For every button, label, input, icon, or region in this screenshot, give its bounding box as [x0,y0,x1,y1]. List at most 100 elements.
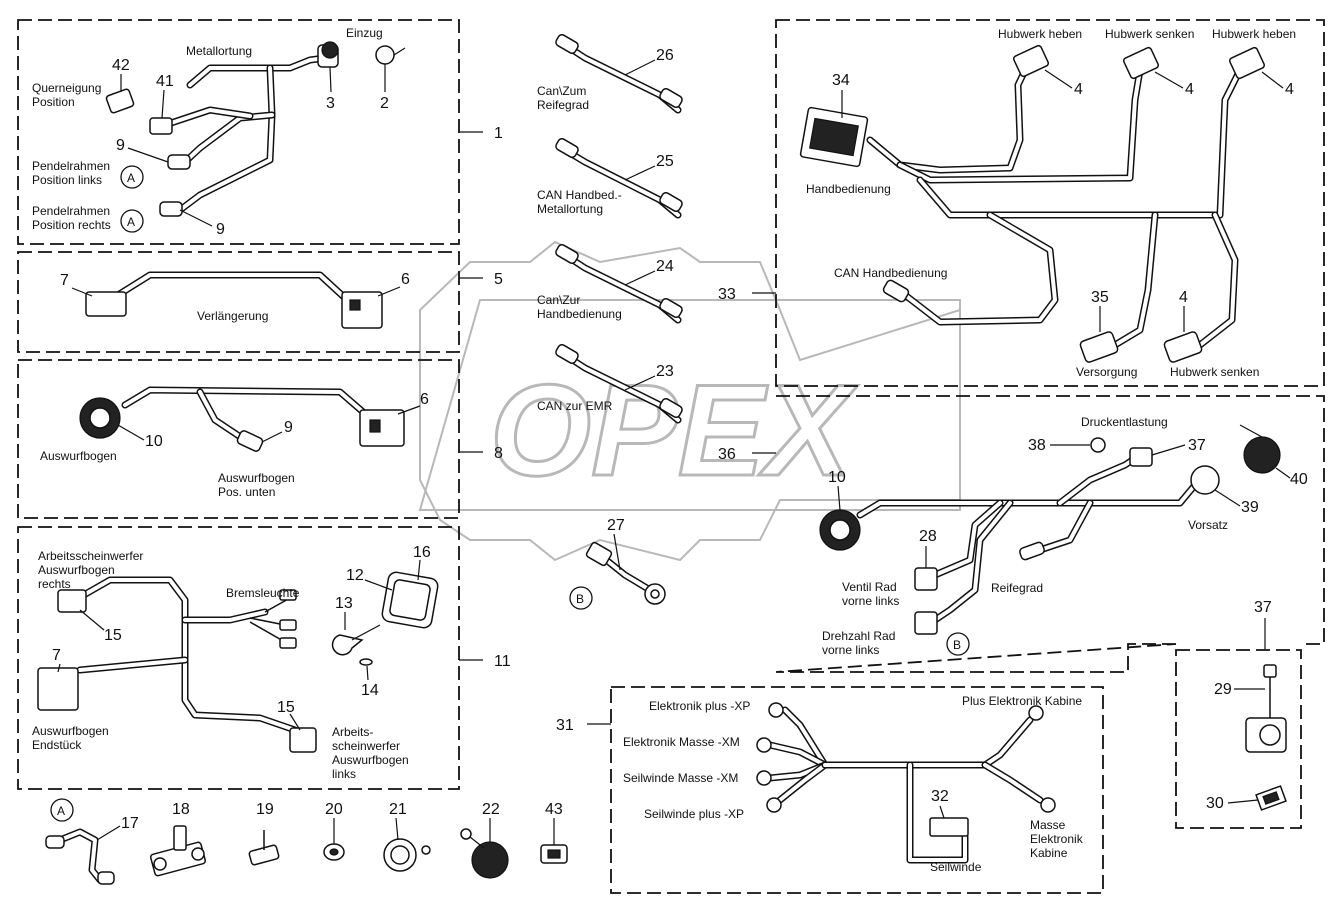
part-42: 42 [112,57,130,74]
watermark-text: OPEX [490,357,859,503]
part-18: 18 [172,801,190,818]
group-1: 1 Metallortung Einzug Querneigung Positi… [17,19,503,245]
group-number: 37 [1254,599,1272,616]
part-28: 28 [919,528,937,545]
part-13: 13 [335,595,353,612]
part-29: 29 [1214,681,1232,698]
label-endstueck-2: Endstück [32,738,82,752]
part-19: 19 [256,801,274,818]
label-querneigung-1: Querneigung [32,81,101,95]
label-pendel-links-2: Position links [32,173,102,187]
part-3: 3 [326,95,335,112]
part-37: 37 [1188,437,1206,454]
label-hubwerk-senken-2: Hubwerk senken [1170,365,1259,379]
part-6: 6 [420,391,429,408]
group-33: 33 Hubwerk heben Hubwerk senken Hubwerk … [718,19,1325,387]
label-scheinwerfer-links-3: Auswurfbogen [332,753,409,767]
label-bremsleuchte: Bremsleuchte [226,586,300,600]
group-36: 36 Druckentlastung Vorsatz Ventil Rad vo… [718,395,1325,673]
part-4d: 4 [1179,289,1188,306]
ref-b-36: B [953,638,961,652]
label-masse-kabine-2: Elektronik [1030,832,1084,846]
ref-a-loose: A [57,804,65,818]
label-ventil-2: vorne links [842,594,899,608]
part-14: 14 [361,682,379,699]
cable-26-part: 26 [656,47,674,64]
group-number: 33 [718,286,736,303]
label-hubwerk-senken-1: Hubwerk senken [1105,27,1194,41]
ref-b-27: B [576,592,584,606]
part-10: 10 [145,433,163,450]
part-4c: 4 [1285,81,1294,98]
label-scheinwerfer-rechts-2: Auswurfbogen [38,563,115,577]
ref-a-1: A [127,171,135,185]
label-drehzahl-1: Drehzahl Rad [822,629,895,643]
label-handbedienung: Handbedienung [806,182,891,196]
part-6: 6 [401,271,410,288]
part-22: 22 [482,801,500,818]
label-plus-kabine: Plus Elektronik Kabine [962,694,1082,708]
part-32: 32 [931,788,949,805]
part-27-group: 27 B [569,517,666,610]
part-4a: 4 [1074,81,1083,98]
part-15a: 15 [104,627,122,644]
group-5: 5 Verlängerung 7 6 [17,251,503,353]
group-number: 5 [494,271,503,288]
cable-26-label-1: Can\Zum [537,84,586,98]
cable-24-part: 24 [656,258,674,275]
label-pos-unten-1: Auswurfbogen [218,471,295,485]
part-9a: 9 [116,137,125,154]
label-elektronik-masse: Elektronik Masse -XM [623,735,740,749]
label-scheinwerfer-rechts-1: Arbeitsscheinwerfer [38,549,143,563]
label-auswurfbogen: Auswurfbogen [40,449,117,463]
part-16: 16 [413,544,431,561]
label-reifegrad: Reifegrad [991,581,1043,595]
part-39: 39 [1241,499,1259,516]
cable-26-label-2: Reifegrad [537,98,589,112]
label-vorsatz: Vorsatz [1188,518,1228,532]
label-scheinwerfer-rechts-3: rechts [38,577,71,591]
label-scheinwerfer-links-1: Arbeits- [332,725,373,739]
label-scheinwerfer-links-4: links [332,767,356,781]
group-number: 36 [718,446,736,463]
label-hubwerk-heben-1: Hubwerk heben [998,27,1082,41]
can-cables: 26 Can\Zum Reifegrad 25 CAN Handbed.- Me… [537,34,683,424]
label-masse-kabine-1: Masse [1030,818,1066,832]
ref-a-2: A [127,215,135,229]
group-number: 11 [494,653,511,670]
label-pos-unten-2: Pos. unten [218,485,275,499]
label-endstueck-1: Auswurfbogen [32,724,109,738]
group-31: 31 Elektronik plus -XP Elektronik Masse … [556,686,1104,894]
label-scheinwerfer-links-2: scheinwerfer [332,739,400,753]
label-pendel-rechts-1: Pendelrahmen [32,204,110,218]
group-11: 11 Arbeitsscheinwerfer Auswurfbogen rech… [17,526,511,790]
cable-25-label-1: CAN Handbed.- [537,188,622,202]
part-15b: 15 [277,699,295,716]
group-number: 8 [494,445,503,462]
cable-23-part: 23 [656,363,674,380]
part-40: 40 [1290,471,1308,488]
label-hubwerk-heben-2: Hubwerk heben [1212,27,1296,41]
part-41: 41 [156,73,174,90]
part-17: 17 [121,815,139,832]
part-35: 35 [1091,289,1109,306]
cable-24-label-1: Can\Zur [537,293,580,307]
label-ventil-1: Ventil Rad [842,580,897,594]
loose-parts: A 17 18 19 20 21 22 43 [45,798,568,885]
part-7: 7 [52,647,61,664]
label-drehzahl-2: vorne links [822,643,879,657]
part-12: 12 [346,567,364,584]
part-9: 9 [284,419,293,436]
part-34: 34 [832,72,850,89]
part-20: 20 [325,801,343,818]
part-9b: 9 [216,221,225,238]
part-7: 7 [60,272,69,289]
label-druckentlastung: Druckentlastung [1081,415,1168,429]
label-verlaengerung: Verlängerung [197,309,268,323]
part-21: 21 [389,801,407,818]
label-querneigung-2: Position [32,95,75,109]
label-seilwinde-masse: Seilwinde Masse -XM [623,771,738,785]
label-seilwinde-plus: Seilwinde plus -XP [644,807,744,821]
opex-watermark: OPEX [418,240,961,562]
